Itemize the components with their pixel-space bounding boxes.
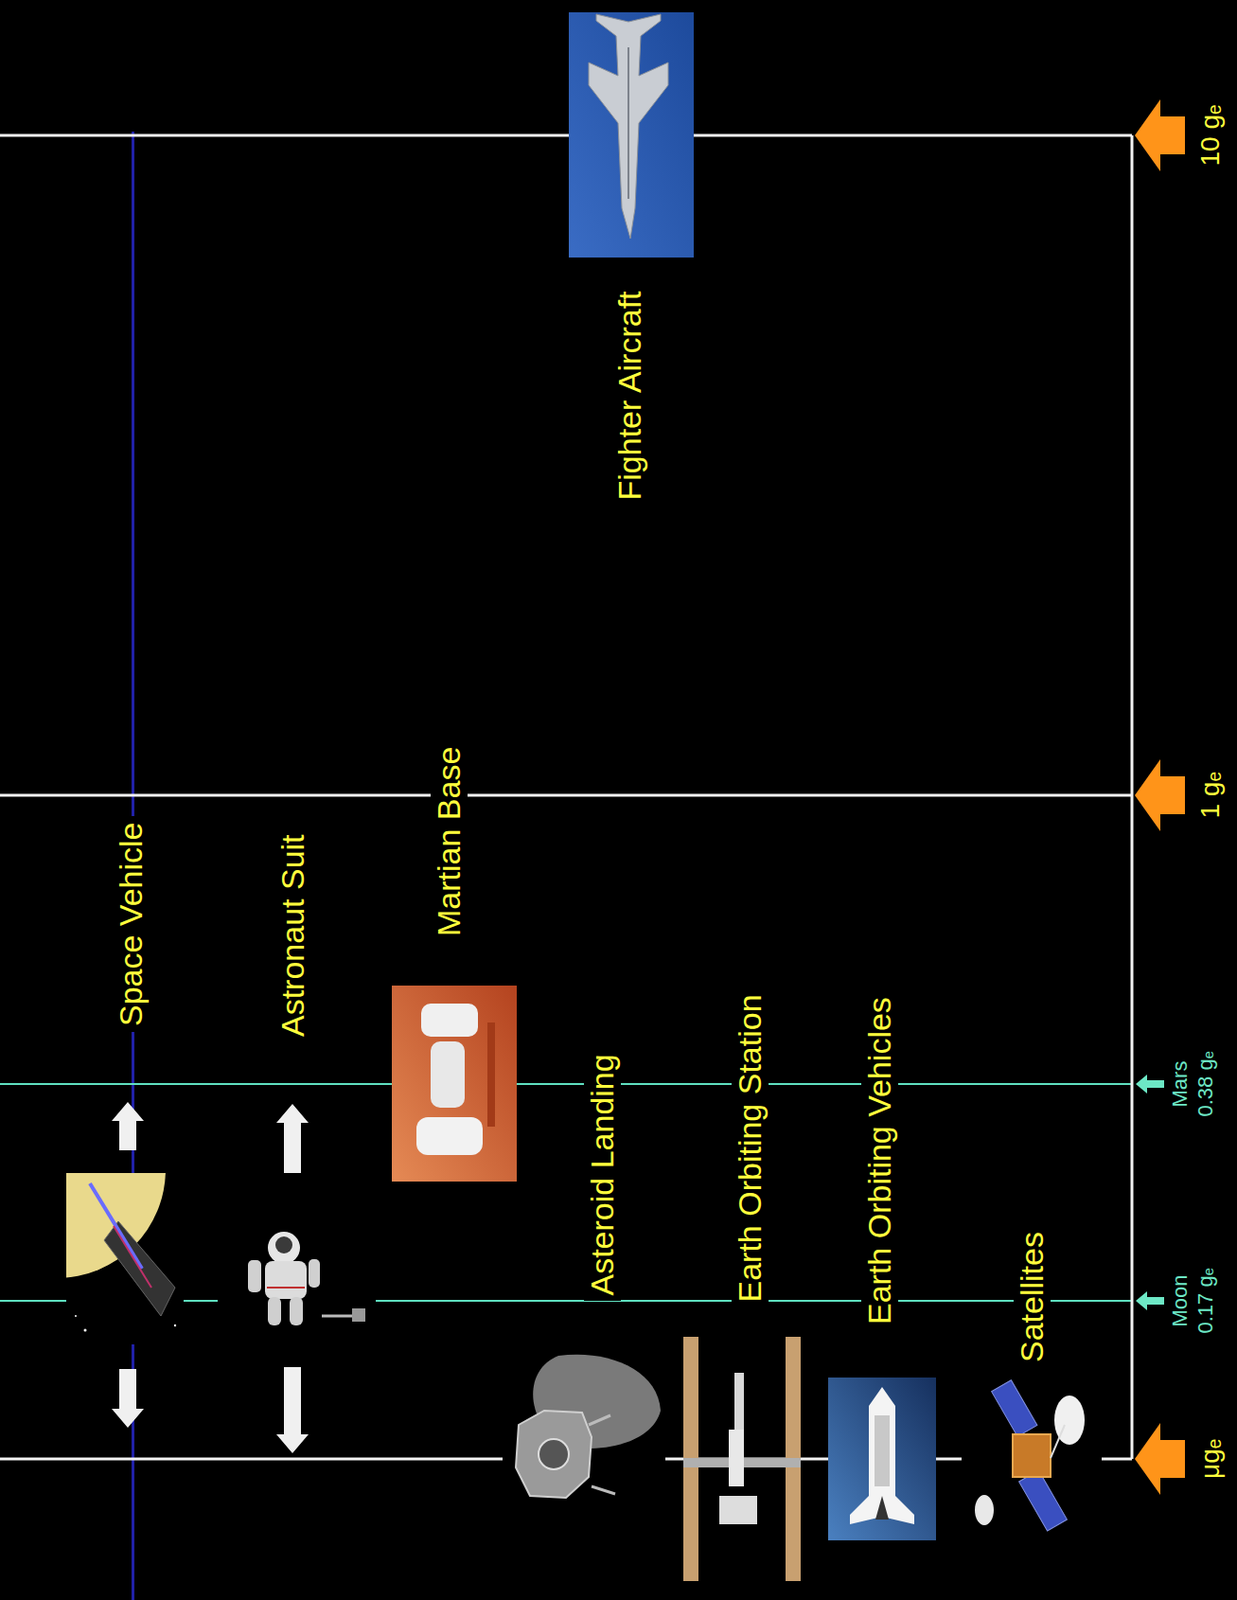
item-label: Astronaut Suit bbox=[274, 828, 312, 1043]
planet-label: Moon bbox=[1167, 1268, 1192, 1332]
shuttle-picture bbox=[828, 1377, 937, 1540]
space-station-picture bbox=[683, 1336, 801, 1581]
mars-base-picture bbox=[391, 985, 517, 1182]
planet-value: 0.17 gₑ bbox=[1193, 1261, 1218, 1339]
item-label: Martian Base bbox=[430, 741, 468, 942]
axis-label: 10 gₑ bbox=[1195, 99, 1226, 173]
axis-label: 1 gₑ bbox=[1195, 765, 1226, 824]
item-label: Satellites bbox=[1013, 1225, 1051, 1368]
teal-arrows bbox=[1135, 1074, 1165, 1310]
astronaut-picture bbox=[217, 1223, 376, 1331]
item-label: Earth Orbiting Vehicles bbox=[861, 990, 899, 1330]
white-lines bbox=[0, 135, 1132, 1459]
axis-label: μgₑ bbox=[1195, 1432, 1226, 1485]
fighter-picture bbox=[568, 12, 694, 258]
item-label: Asteroid Landing bbox=[583, 1047, 621, 1301]
asteroid-lander-picture bbox=[502, 1351, 666, 1504]
planet-value: 0.38 gₑ bbox=[1193, 1044, 1218, 1122]
saturn-probe-picture bbox=[0, 1060, 184, 1344]
item-label: Fighter Aircraft bbox=[611, 284, 649, 506]
item-label: Space Vehicle bbox=[112, 816, 150, 1033]
satellite-picture bbox=[961, 1377, 1102, 1540]
planet-label: Mars bbox=[1167, 1055, 1192, 1114]
item-label: Earth Orbiting Station bbox=[731, 988, 769, 1308]
